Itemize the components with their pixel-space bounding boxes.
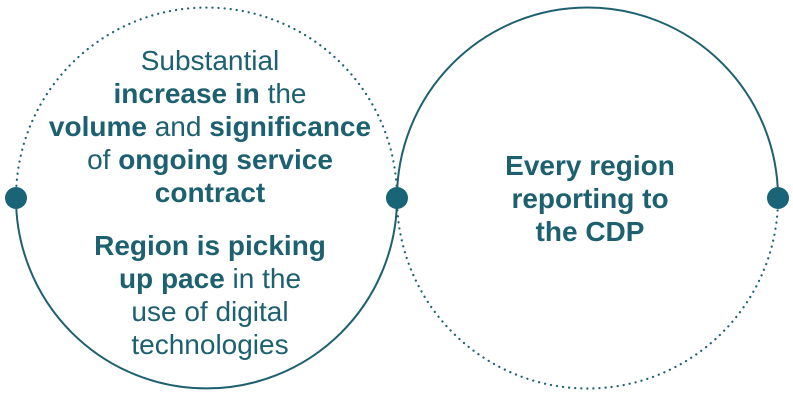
right-circle-solid-arc <box>396 6 779 199</box>
left-bottom-line-4: technologies <box>131 329 289 360</box>
left-circle-solid-arc <box>15 197 398 390</box>
right-circle-dotted-arc <box>395 196 780 390</box>
left-top-line-5: contract <box>154 177 266 208</box>
left-top-line-4: of ongoing service <box>87 144 333 175</box>
right-line-1: Every region <box>505 150 675 181</box>
left-dot <box>5 187 27 209</box>
left-bottom-line-1: Region is picking <box>94 230 326 261</box>
right-circle-text: Every region reporting to the CDP <box>420 149 760 248</box>
left-bottom-line-3: use of digital <box>131 296 289 327</box>
right-dot <box>767 187 789 209</box>
left-circle-text-bottom: Region is picking up pace in the use of … <box>40 229 380 361</box>
center-dot <box>386 187 408 209</box>
left-circle-dotted-arc <box>14 6 399 200</box>
left-bottom-line-2: up pace in the <box>118 263 302 294</box>
left-top-line-1: Substantial <box>140 45 280 76</box>
left-top-line-3: volume and significance <box>48 111 372 142</box>
right-line-2: reporting to <box>511 183 669 214</box>
left-top-line-2: increase in the <box>113 78 307 109</box>
left-circle-text-top: Substantial increase in the volume and s… <box>40 44 380 209</box>
right-line-3: the CDP <box>535 216 645 247</box>
